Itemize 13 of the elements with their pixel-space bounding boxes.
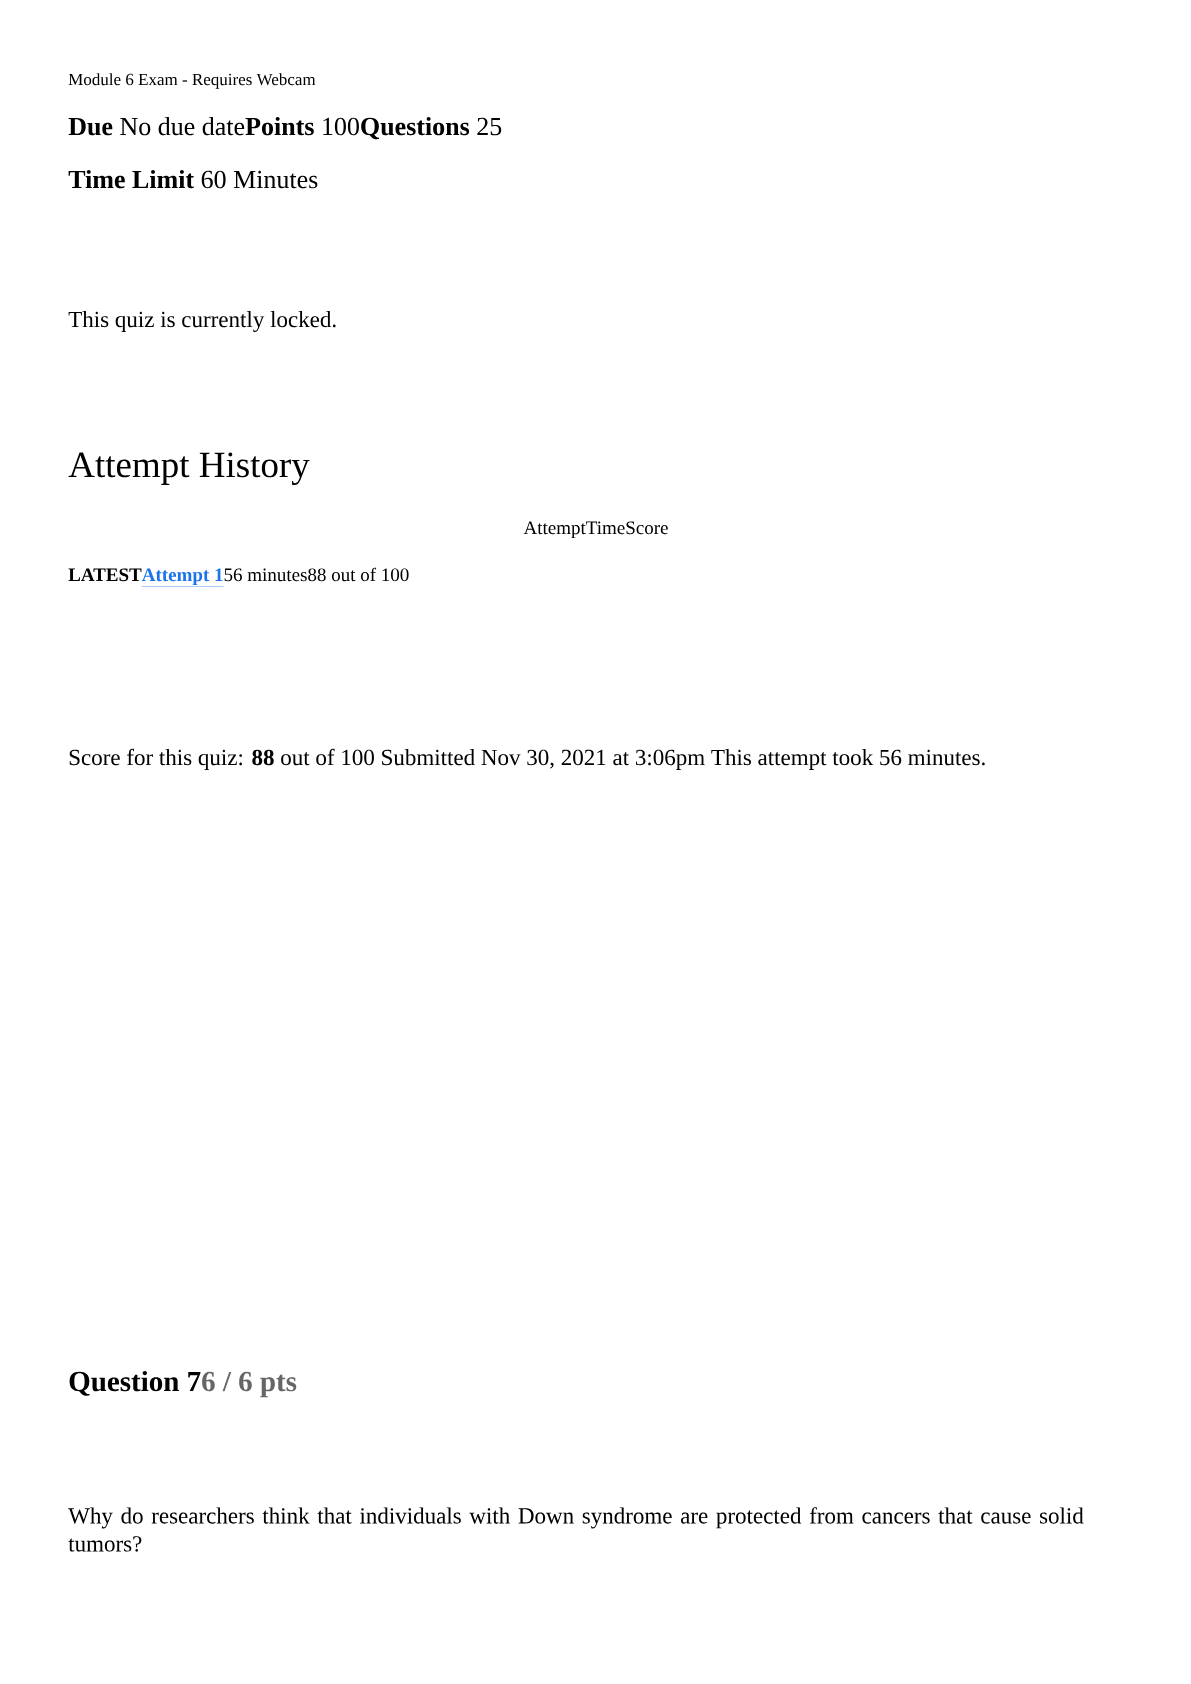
- score-summary: Score for this quiz: 88 out of 100 Submitted Nov 30, 2021 at 3:06pm This attempt took 56 minutes.: [69, 748, 985, 770]
- section-heading: Attempt History: [68, 452, 310, 485]
- question-text: Why do researchers think that individuals with Down syndrome are protected from cancers that cause solid tumors?: [68, 1507, 1084, 1552]
- quiz-info: Due No due datePoints 100Questions 25: [68, 116, 502, 140]
- link: Attempt 1: [141, 568, 224, 587]
- points-text: 6 / 6 pts: [202, 1371, 297, 1398]
- question-heading: Question 7: [69, 1370, 201, 1396]
- table-row: 56 minutes88 out of 100: [224, 567, 409, 582]
- status-text: This quiz is currently locked.: [68, 311, 336, 332]
- page-title: Module 6 Exam - Requires Webcam: [68, 73, 316, 89]
- table-header: AttemptTimeScore: [523, 521, 668, 539]
- status-tag: LATEST: [68, 568, 142, 582]
- quiz-info: Time Limit 60 Minutes: [68, 170, 318, 189]
